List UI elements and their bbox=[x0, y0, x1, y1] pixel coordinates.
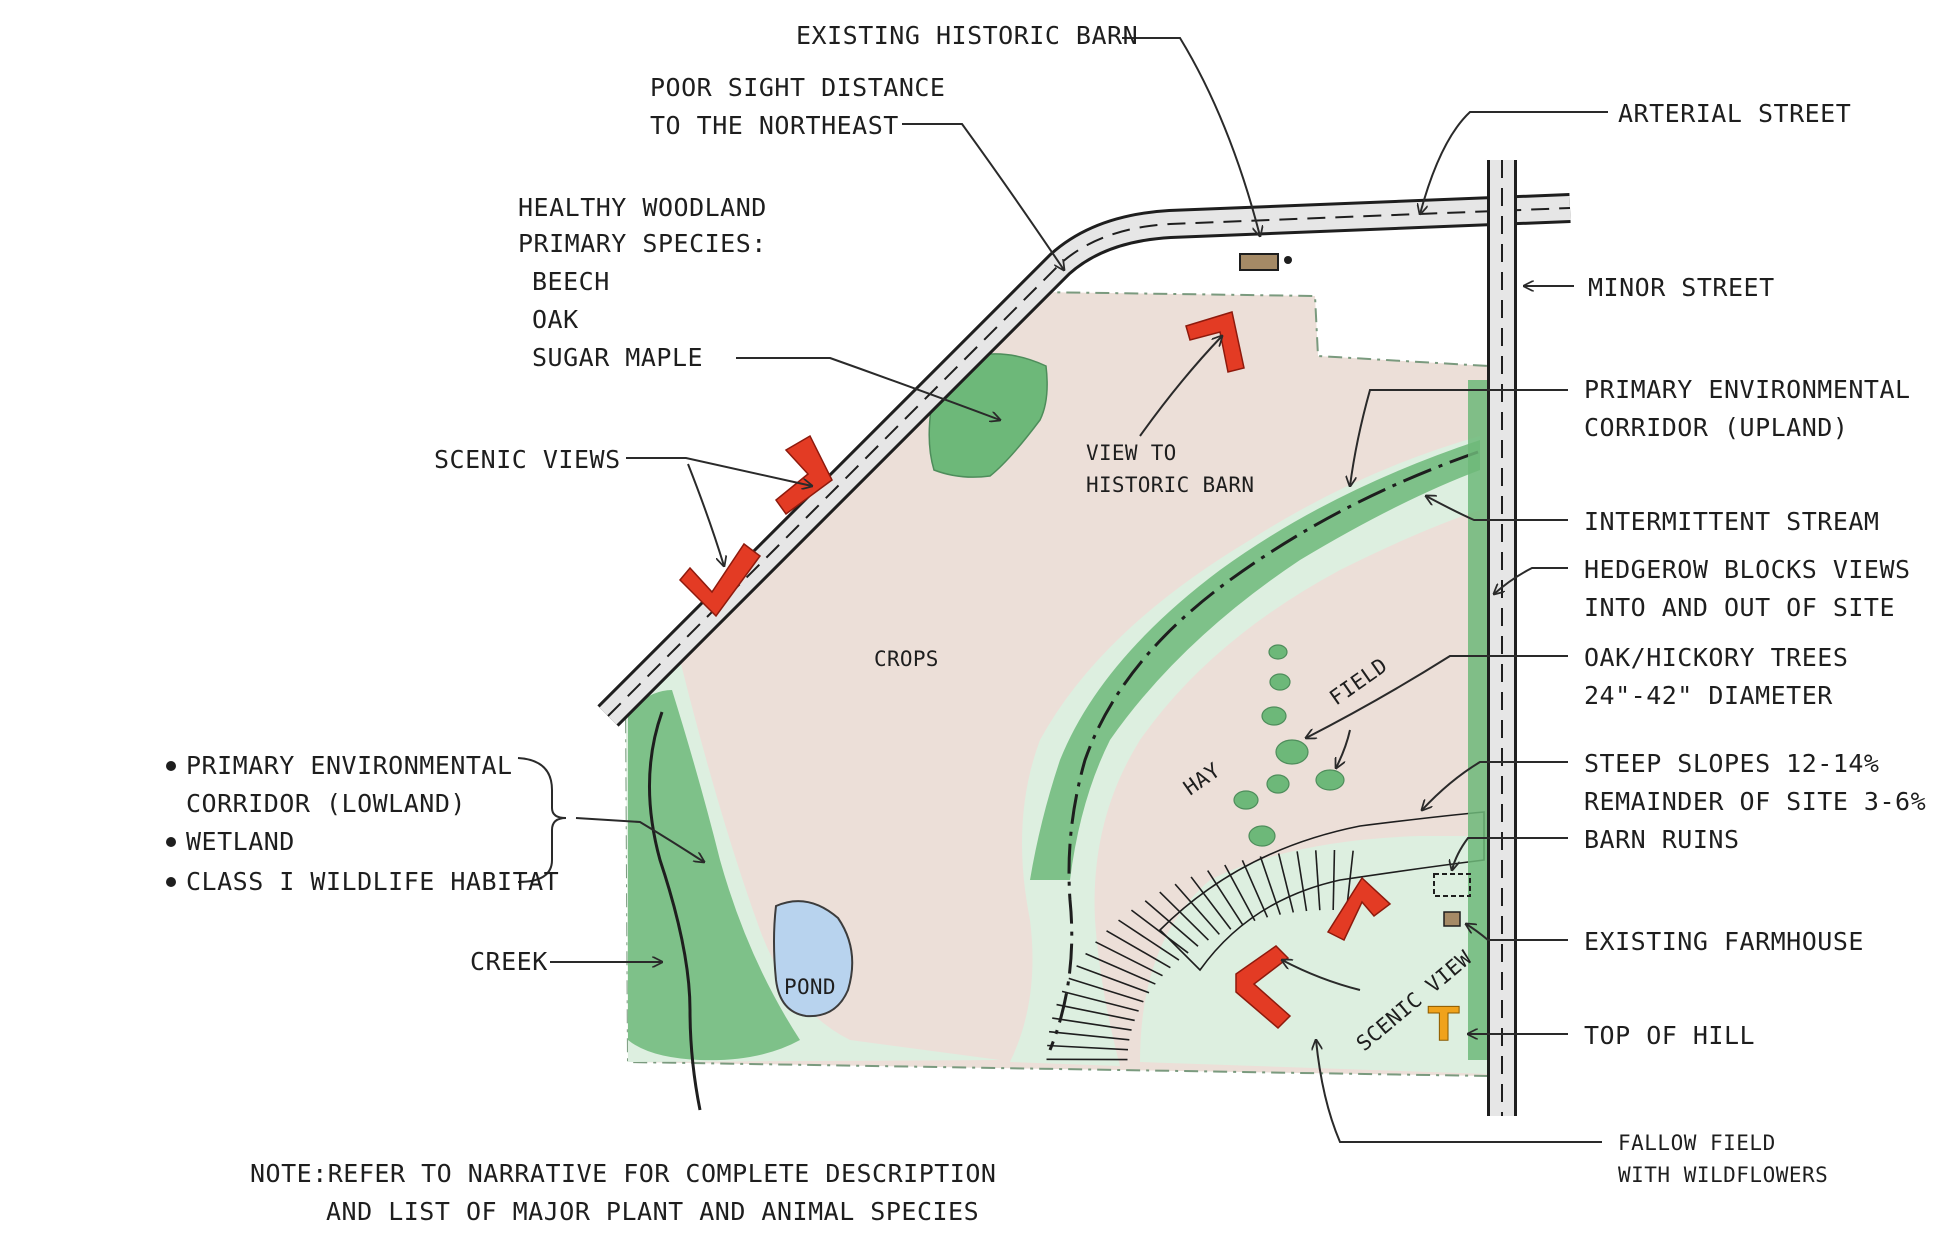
label-fallow-1: FALLOW FIELD bbox=[1618, 1131, 1776, 1155]
label-upland-1: PRIMARY ENVIRONMENTAL bbox=[1584, 375, 1911, 404]
label-hedgerow-1: HEDGEROW BLOCKS VIEWS bbox=[1584, 555, 1911, 584]
label-fallow-2: WITH WILDFLOWERS bbox=[1618, 1163, 1828, 1187]
label-upland-2: CORRIDOR (UPLAND) bbox=[1584, 413, 1848, 442]
label-intermittent-stream: INTERMITTENT STREAM bbox=[1584, 507, 1879, 536]
label-steep-1: STEEP SLOPES 12-14% bbox=[1584, 749, 1879, 778]
label-woodland-3: BEECH bbox=[532, 267, 610, 296]
label-woodland-2: PRIMARY SPECIES: bbox=[518, 229, 767, 258]
label-poor-sight-1: POOR SIGHT DISTANCE bbox=[650, 73, 945, 102]
label-crops: CROPS bbox=[874, 647, 939, 671]
label-lowland-2: CORRIDOR (LOWLAND) bbox=[186, 789, 466, 818]
label-wildlife: CLASS I WILDLIFE HABITAT bbox=[186, 867, 559, 896]
label-oak-hickory-2: 24"-42" DIAMETER bbox=[1584, 681, 1833, 710]
label-arterial-street: ARTERIAL STREET bbox=[1618, 99, 1851, 128]
label-minor-street: MINOR STREET bbox=[1588, 273, 1775, 302]
farmhouse bbox=[1444, 912, 1460, 926]
label-pond: POND bbox=[784, 975, 836, 999]
label-top-of-hill: TOP OF HILL bbox=[1584, 1021, 1755, 1050]
hedgerow bbox=[1468, 380, 1488, 1060]
label-woodland-1: HEALTHY WOODLAND bbox=[518, 193, 767, 222]
label-poor-sight-2: TO THE NORTHEAST bbox=[650, 111, 899, 140]
label-existing-historic-barn: EXISTING HISTORIC BARN bbox=[796, 21, 1138, 50]
label-view-to-barn-1: VIEW TO bbox=[1086, 441, 1177, 465]
label-view-to-barn-2: HISTORIC BARN bbox=[1086, 473, 1254, 497]
label-woodland-5: SUGAR MAPLE bbox=[532, 343, 703, 372]
label-oak-hickory-1: OAK/HICKORY TREES bbox=[1584, 643, 1848, 672]
barn-silo bbox=[1284, 256, 1292, 264]
bullet-markers bbox=[166, 761, 176, 887]
label-woodland-4: OAK bbox=[532, 305, 579, 334]
label-lowland-1: PRIMARY ENVIRONMENTAL bbox=[186, 751, 513, 780]
barn-icon bbox=[1240, 254, 1278, 270]
note-line-2: AND LIST OF MAJOR PLANT AND ANIMAL SPECI… bbox=[326, 1197, 979, 1226]
label-steep-2: REMAINDER OF SITE 3-6% bbox=[1584, 787, 1926, 816]
t-marker-icon: T bbox=[1428, 997, 1460, 1051]
label-wetland: WETLAND bbox=[186, 827, 295, 856]
label-existing-farmhouse: EXISTING FARMHOUSE bbox=[1584, 927, 1864, 956]
label-hedgerow-2: INTO AND OUT OF SITE bbox=[1584, 593, 1895, 622]
label-barn-ruins: BARN RUINS bbox=[1584, 825, 1740, 854]
label-scenic-views: SCENIC VIEWS bbox=[434, 445, 621, 474]
label-creek: CREEK bbox=[470, 947, 548, 976]
note-line-1: NOTE:REFER TO NARRATIVE FOR COMPLETE DES… bbox=[250, 1159, 996, 1188]
